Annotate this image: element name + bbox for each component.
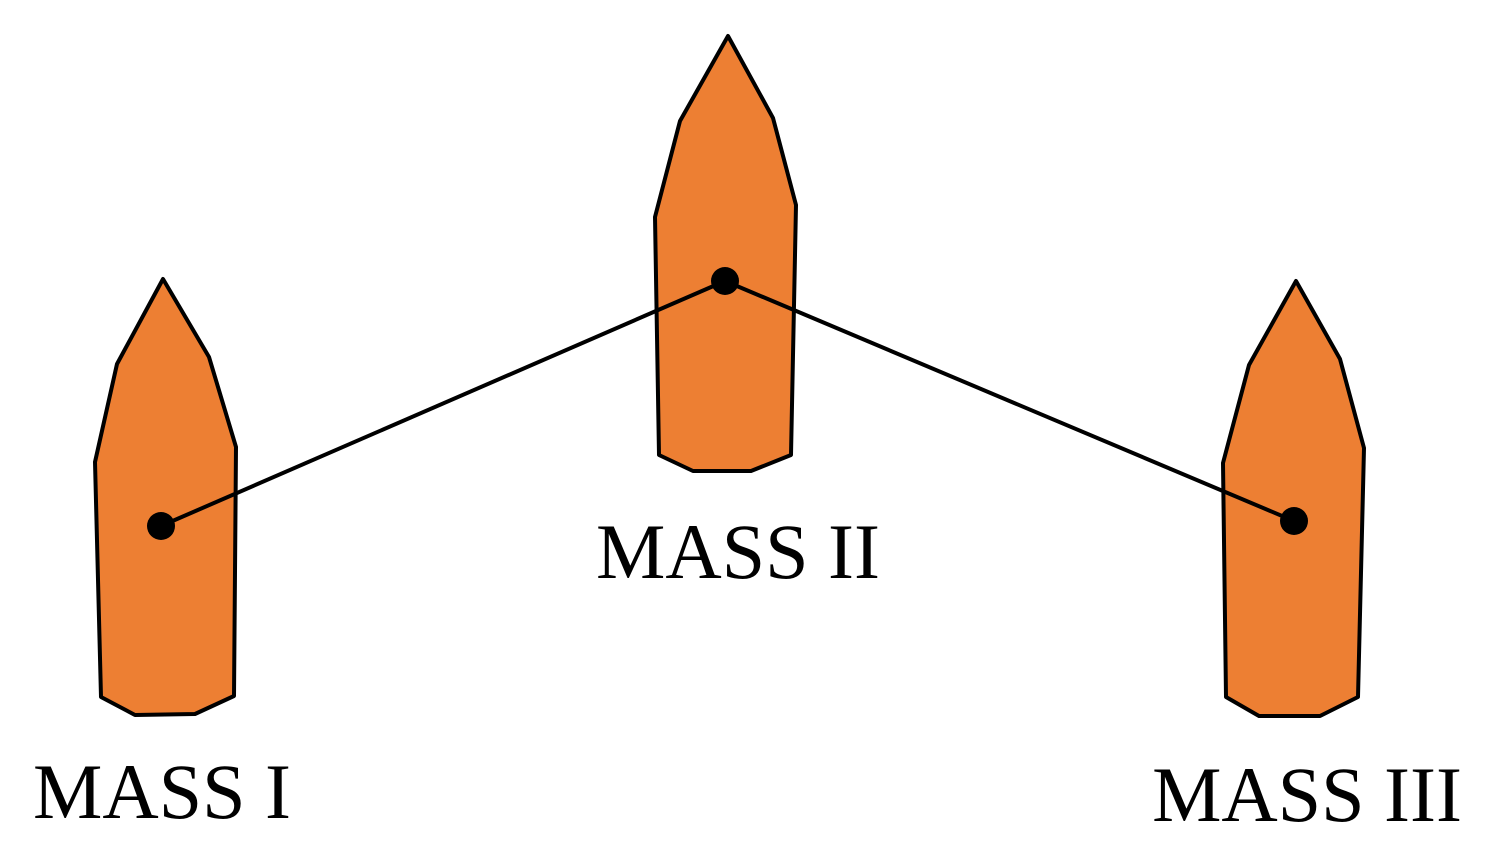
hull-shape-mass-1 — [93, 277, 238, 717]
hull-shape-mass-3 — [1221, 279, 1366, 718]
center-point-mass-3 — [1280, 507, 1308, 535]
hull-mass-1 — [93, 277, 238, 717]
center-point-mass-1 — [147, 512, 175, 540]
label-mass-3: MASS III — [1152, 751, 1462, 838]
hull-shape-mass-2 — [653, 34, 798, 473]
link-mass-2-to-mass-3 — [724, 279, 1295, 523]
label-mass-1: MASS I — [33, 748, 291, 835]
label-mass-2: MASS II — [596, 508, 880, 595]
center-point-mass-2 — [711, 267, 739, 295]
hull-mass-2 — [653, 34, 798, 473]
link-mass-1-to-mass-2 — [160, 279, 726, 528]
hull-mass-3 — [1221, 279, 1366, 718]
